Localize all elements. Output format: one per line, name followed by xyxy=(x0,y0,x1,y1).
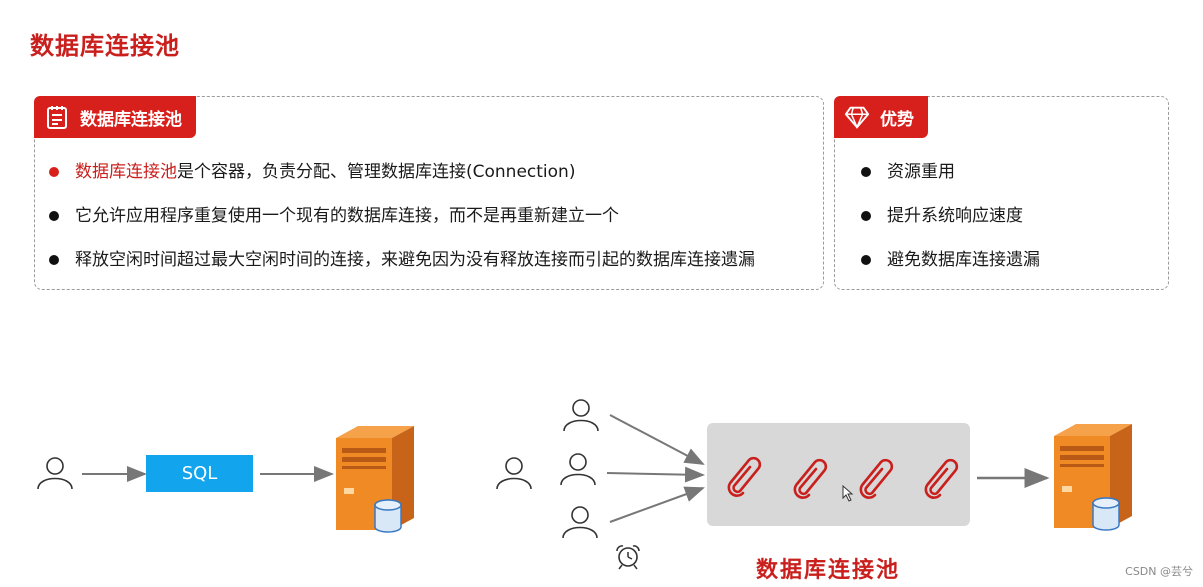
server-icon xyxy=(336,426,414,530)
page-title: 数据库连接池 xyxy=(30,32,180,60)
database-icon xyxy=(1092,497,1120,531)
arrow xyxy=(606,466,705,483)
bullet-dot xyxy=(49,255,59,265)
bullet-dot xyxy=(49,167,59,177)
bullet-dot xyxy=(49,211,59,221)
sql-box: SQL xyxy=(146,455,253,492)
definition-card: 数据库连接池 数据库连接池是个容器，负责分配、管理数据库连接(Connectio… xyxy=(34,96,824,290)
definition-bullet: 它允许应用程序重复使用一个现有的数据库连接，而不是再重新建立一个 xyxy=(49,205,755,249)
alarm-clock-icon xyxy=(616,545,640,570)
bullet-dot xyxy=(861,211,871,221)
advantages-tag: 优势 xyxy=(834,96,928,138)
bullet-text: 避免数据库连接遗漏 xyxy=(887,250,1040,270)
advantage-bullet: 避免数据库连接遗漏 xyxy=(861,249,1040,293)
advantages-tag-label: 优势 xyxy=(880,109,914,130)
arrow xyxy=(609,486,705,523)
arrow xyxy=(609,414,705,465)
advantage-bullet: 资源重用 xyxy=(861,161,1040,205)
bullet-highlight: 数据库连接池 xyxy=(75,162,177,182)
bullet-dot xyxy=(861,167,871,177)
bullet-dot xyxy=(861,255,871,265)
server-icon xyxy=(1054,424,1132,528)
user-icon xyxy=(496,457,532,490)
user-icon xyxy=(562,506,598,539)
watermark: CSDN @芸兮 xyxy=(1125,565,1193,578)
user-icon xyxy=(37,457,73,490)
definition-tag: 数据库连接池 xyxy=(34,96,196,138)
definition-bullet: 数据库连接池是个容器，负责分配、管理数据库连接(Connection) xyxy=(49,161,755,205)
bullet-text: 资源重用 xyxy=(887,162,955,182)
definition-bullet: 释放空闲时间超过最大空闲时间的连接，来避免因为没有释放连接而引起的数据库连接遗漏 xyxy=(49,249,755,293)
database-icon xyxy=(374,499,402,533)
bullet-text: 释放空闲时间超过最大空闲时间的连接，来避免因为没有释放连接而引起的数据库连接遗漏 xyxy=(75,250,755,270)
bullet-text: 它允许应用程序重复使用一个现有的数据库连接，而不是再重新建立一个 xyxy=(75,206,619,226)
bullet-text: 是个容器，负责分配、管理数据库连接(Connection) xyxy=(177,162,576,182)
advantages-card: 优势 资源重用 提升系统响应速度 避免数据库连接遗漏 xyxy=(834,96,1169,290)
notepad-icon xyxy=(44,104,70,130)
diamond-icon xyxy=(844,104,870,130)
connection-pool-box xyxy=(707,423,970,526)
pool-caption: 数据库连接池 xyxy=(756,557,901,583)
advantage-bullet: 提升系统响应速度 xyxy=(861,205,1040,249)
definition-tag-label: 数据库连接池 xyxy=(80,109,182,130)
user-icon xyxy=(563,399,599,432)
bullet-text: 提升系统响应速度 xyxy=(887,206,1023,226)
user-icon xyxy=(560,453,596,486)
